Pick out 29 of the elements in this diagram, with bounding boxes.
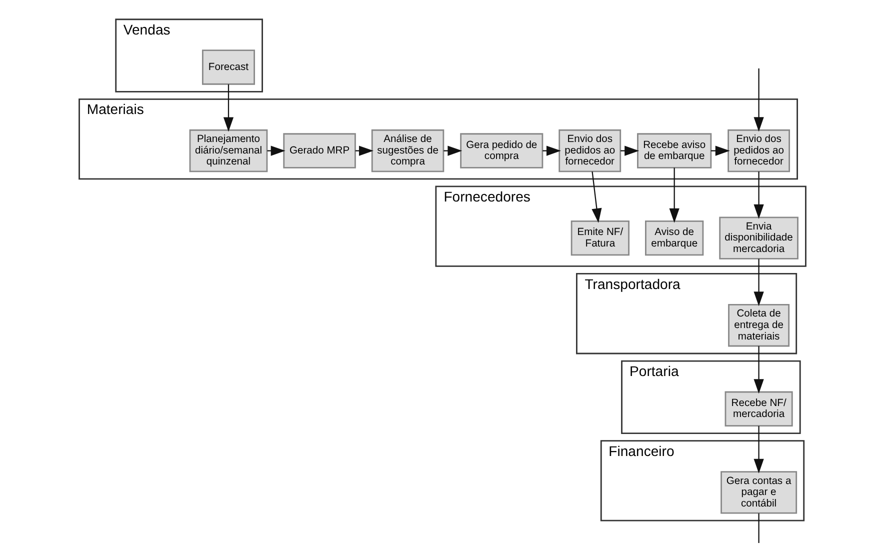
arrow [754, 426, 764, 474]
node-box: Planejamento diário/semanal quinzenal [189, 129, 268, 172]
arrow [542, 146, 561, 156]
arrow [754, 346, 764, 394]
node-box: Emite NF/ Fatura [570, 220, 630, 256]
arrow [669, 168, 680, 223]
node-box: Envio dos pedidos ao fornecedor [728, 129, 790, 172]
arrow [444, 146, 462, 156]
arrow [620, 146, 640, 156]
node-box: Envia disponibilidade mercadoria [719, 216, 798, 260]
node-box: Gera contas a pagar e contábil [720, 471, 798, 514]
connector [758, 513, 760, 543]
arrow [592, 171, 602, 223]
node-box: Forecast [202, 50, 256, 85]
arrow [754, 172, 764, 219]
arrow [223, 84, 234, 132]
arrow [355, 146, 374, 156]
node-box: Envio dos pedidos ao fornecedor [558, 129, 622, 172]
node-box: Gera pedido de compra [460, 133, 544, 168]
node-box: Recebe NF/ mercadoria [724, 391, 793, 426]
node-box: Aviso de embarque [645, 220, 704, 256]
node-box: Coleta de entrega de materiais [728, 304, 790, 347]
arrow [267, 146, 286, 156]
node-box: Recebe aviso de embarque [637, 133, 712, 168]
arrow [754, 68, 764, 132]
node-box: Análise de sugestões de compra [371, 129, 444, 172]
arrow [754, 258, 764, 306]
node-box: Gerado MRP [283, 133, 356, 168]
arrow [710, 146, 730, 156]
